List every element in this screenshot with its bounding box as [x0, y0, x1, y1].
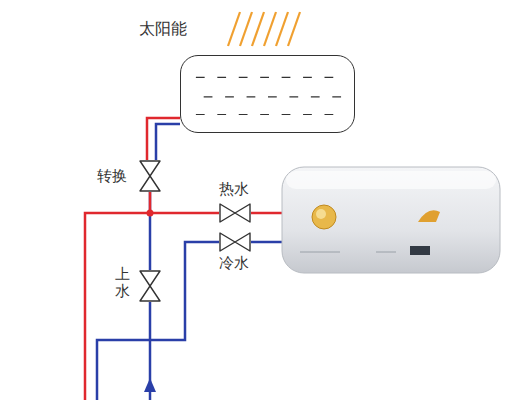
valve: 上水 — [139, 270, 161, 302]
hot-pipe — [85, 213, 150, 400]
water-dashes — [181, 56, 354, 132]
hot-pipe — [251, 212, 284, 215]
solar-tank: 太阳能 — [180, 55, 355, 133]
cold-pipe — [97, 242, 219, 400]
sun-rays — [228, 12, 300, 46]
valve-label: 冷水 — [219, 255, 249, 272]
valve: 转换 — [139, 160, 161, 192]
valve-label: 上水 — [115, 266, 130, 299]
tank-heading: 太阳能 — [139, 20, 187, 38]
valve-symbol — [219, 232, 251, 252]
junction-dot — [147, 210, 154, 217]
cold-pipe — [156, 124, 180, 160]
valve: 冷水 — [219, 232, 251, 252]
valve-symbol — [219, 203, 251, 223]
valve-symbol — [139, 160, 161, 192]
valve-label: 转换 — [97, 168, 127, 185]
pipe-connector — [150, 192, 219, 213]
cold-pipe — [251, 241, 284, 244]
pipe-connector — [147, 118, 180, 160]
valve-symbol — [139, 270, 161, 302]
water-heater — [282, 167, 500, 273]
valve-label: 热水 — [219, 181, 249, 198]
inlet-arrow — [144, 378, 156, 392]
valve: 热水 — [219, 203, 251, 223]
